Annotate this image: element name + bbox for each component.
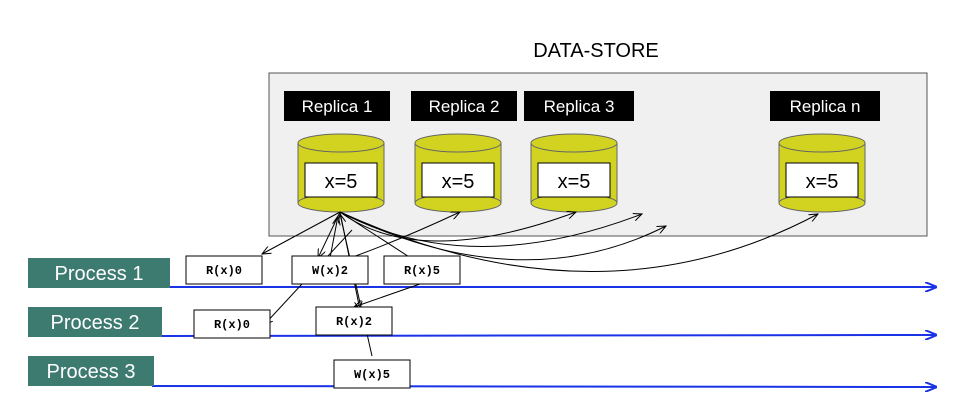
process-1-label: Process 1 xyxy=(28,258,170,288)
read-arrow xyxy=(354,283,421,307)
operation-label: W(x)2 xyxy=(312,264,348,278)
replica-value: x=5 xyxy=(558,171,591,193)
op-p1-read-5: R(x)5 xyxy=(383,255,461,285)
replica-label: Replica 2 xyxy=(429,97,500,116)
process-2-timeline xyxy=(159,335,936,336)
process-label: Process 2 xyxy=(51,312,140,334)
op-p3-write-5: W(x)5 xyxy=(333,359,411,389)
propagation-arrow xyxy=(318,211,341,258)
replica-label: Replica n xyxy=(790,97,861,116)
operation-label: R(x)2 xyxy=(336,315,372,329)
process-3-timeline xyxy=(151,386,936,387)
process-3-label: Process 3 xyxy=(28,356,154,386)
replica-2: Replica 2 x=5 xyxy=(411,91,517,213)
replica-value: x=5 xyxy=(806,171,839,193)
process-2-label: Process 2 xyxy=(28,307,162,337)
read-arrow xyxy=(262,211,341,254)
replica-label-box xyxy=(284,91,390,121)
replica-value: x=5 xyxy=(325,171,358,193)
replica-label-box xyxy=(770,91,880,121)
op-p2-read-0: R(x)0 xyxy=(193,309,271,339)
replica-1: Replica 1 x=5 xyxy=(284,91,390,213)
write-arrow xyxy=(329,216,338,259)
op-p1-read-0: R(x)0 xyxy=(185,255,263,285)
replica-3: Replica 3 x=5 xyxy=(524,91,634,213)
propagation-arrow xyxy=(339,211,666,261)
message-arrows xyxy=(262,211,818,357)
propagation-arrow xyxy=(339,212,576,242)
propagation-arrow xyxy=(339,211,818,272)
op-p2-read-2: R(x)2 xyxy=(315,306,393,336)
data-store-title: DATA-STORE xyxy=(533,40,659,62)
replica-n: Replica n x=5 xyxy=(770,91,880,213)
replica-label: Replica 3 xyxy=(544,97,615,116)
operation-label: R(x)0 xyxy=(206,264,242,278)
replica-label-box xyxy=(411,91,517,121)
replica-value-box xyxy=(785,162,859,198)
replica-value-box xyxy=(421,162,495,198)
replica-value: x=5 xyxy=(442,171,475,193)
read-arrow xyxy=(339,211,420,264)
process-label: Process 3 xyxy=(47,361,136,383)
replica-value-box xyxy=(537,162,611,198)
replica-value-box xyxy=(304,162,378,198)
replica-label: Replica 1 xyxy=(302,97,373,116)
replica-label-box xyxy=(524,91,634,121)
operation-label: W(x)5 xyxy=(354,368,390,382)
operation-label: R(x)0 xyxy=(214,318,250,332)
op-p1-write-2: W(x)2 xyxy=(291,255,369,285)
process-label: Process 1 xyxy=(55,263,144,285)
operation-label: R(x)5 xyxy=(404,264,440,278)
